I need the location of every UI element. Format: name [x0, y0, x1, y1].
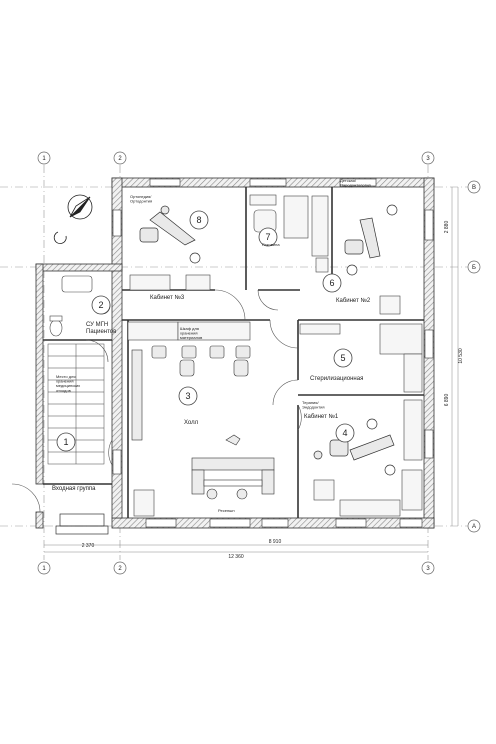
room-1-number: 1: [63, 437, 68, 447]
dimension-lines: [44, 187, 459, 553]
room-6-number: 6: [329, 278, 334, 288]
dim-section-upper: 2 880: [444, 221, 450, 234]
room-4-number: 4: [342, 428, 347, 438]
dim-entrance: 2 370: [82, 543, 95, 549]
room-3-number: 3: [185, 391, 190, 401]
windows: [112, 178, 434, 528]
room-1-name: Входная группа: [52, 486, 96, 492]
staircase: [47, 343, 105, 465]
room-8-number: 8: [196, 215, 201, 225]
axis-row-be: Б: [472, 265, 476, 271]
north-arrow: [53, 194, 93, 244]
axis-bubbles: [37, 151, 481, 575]
axis-col-3-top: 3: [426, 156, 430, 162]
room-3-name: Холл: [184, 420, 199, 426]
room-notes: Терапия/Эндодонтия Детская/Пародонтологи…: [56, 178, 371, 513]
room-number-circles: [56, 210, 355, 452]
axis-col-1-bottom: 1: [42, 566, 46, 572]
room-5-number: 5: [340, 353, 345, 363]
dim-total-width: 12 360: [228, 554, 244, 560]
room-6-note: Детская/Пародонтология: [340, 178, 371, 188]
axis-col-2-top: 2: [118, 156, 122, 162]
room-7-number: 7: [265, 232, 270, 242]
door-swings: [11, 289, 302, 513]
axis-col-1-top: 1: [42, 156, 46, 162]
sink-area-note: Раковина: [262, 242, 280, 247]
axis-labels: 1 2 3 1 2 3 B Б A: [42, 156, 476, 572]
room-6-name: Кабинет №2: [336, 297, 371, 304]
axis-col-2-bottom: 2: [118, 566, 122, 572]
axis-col-3-bottom: 3: [426, 566, 430, 572]
room-4-note: Терапия/Эндодонтия: [302, 400, 325, 410]
entrance-porch: [55, 513, 109, 535]
axis-row-a: A: [472, 524, 476, 530]
reception-note: Ресепшн: [218, 508, 235, 513]
wc-fixtures: [49, 275, 111, 337]
room-5-name: Стерилизационная: [310, 376, 363, 382]
hall-furniture: [131, 345, 275, 500]
dim-section-lower: 6 890: [444, 394, 450, 407]
cabinetry: [127, 194, 423, 517]
dental-chairs: [139, 204, 398, 476]
axis-row-b: B: [472, 185, 476, 191]
room-2-number: 2: [98, 300, 103, 310]
room-8-name: Кабинет №3: [150, 294, 185, 301]
room-8-note: Ортопедия/Ортодонтия: [130, 194, 152, 204]
dim-inner-width: 8 910: [269, 539, 282, 545]
room-numbers: 1 2 3 4 5 6 7 8: [63, 215, 347, 447]
dim-overall-height: 10 530: [458, 348, 464, 364]
room-4-name: Кабинет №1: [304, 413, 339, 420]
